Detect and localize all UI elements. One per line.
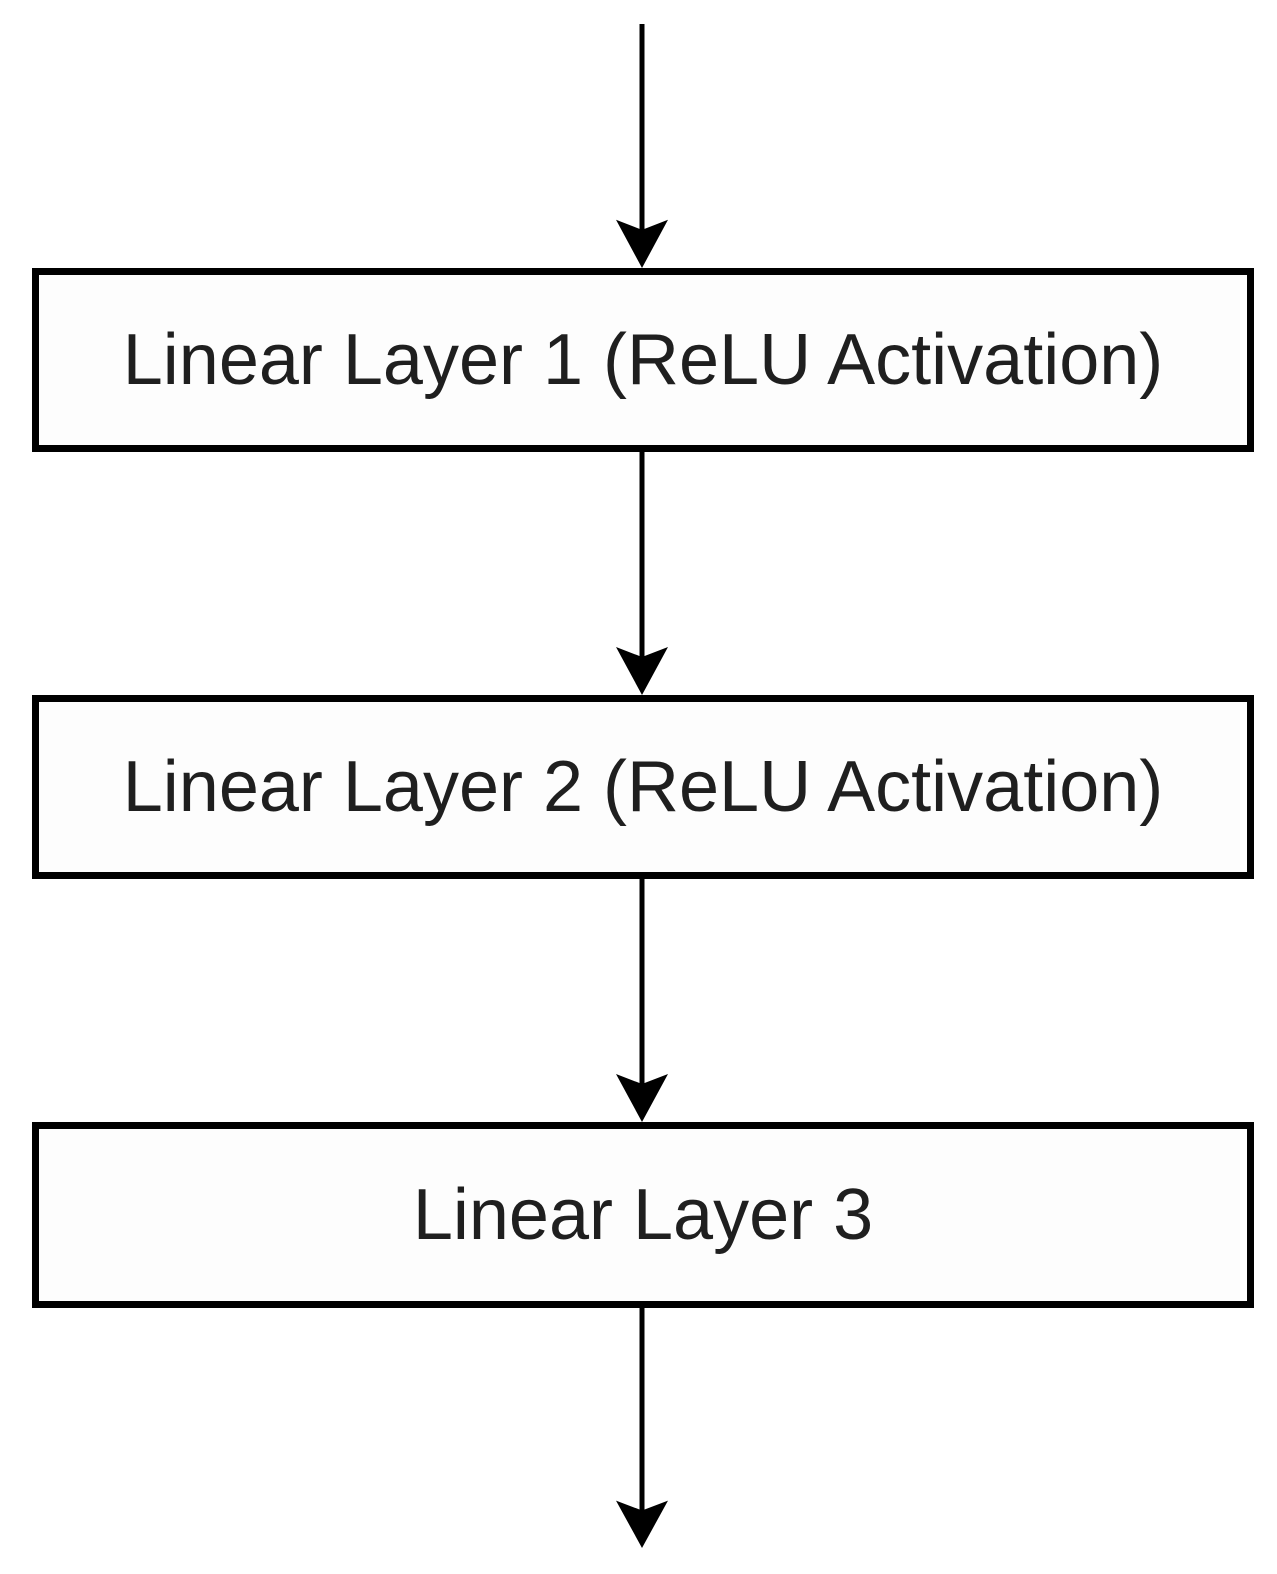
arrowhead-down-icon — [616, 219, 668, 268]
arrowhead-down-icon — [616, 647, 668, 695]
node-linear-layer-3: Linear Layer 3 — [32, 1122, 1254, 1308]
flow-arrow-node-1-to-node-2 — [616, 452, 668, 695]
arrow-shaft — [639, 452, 645, 659]
node-label-linear-layer-1: Linear Layer 1 (ReLU Activation) — [122, 320, 1164, 400]
arrow-shaft — [639, 24, 645, 232]
flow-arrow-into-node-1 — [616, 24, 668, 268]
arrow-shaft — [639, 879, 645, 1086]
arrowhead-down-icon — [616, 1074, 668, 1122]
arrow-shaft — [639, 1308, 645, 1513]
node-label-linear-layer-3: Linear Layer 3 — [412, 1175, 874, 1255]
flow-arrow-node-2-to-node-3 — [616, 879, 668, 1122]
arrowhead-down-icon — [616, 1500, 668, 1548]
node-linear-layer-2: Linear Layer 2 (ReLU Activation) — [32, 695, 1254, 879]
node-linear-layer-1: Linear Layer 1 (ReLU Activation) — [32, 268, 1254, 452]
node-label-linear-layer-2: Linear Layer 2 (ReLU Activation) — [122, 747, 1164, 827]
flow-arrow-out-of-node-3 — [616, 1308, 668, 1548]
